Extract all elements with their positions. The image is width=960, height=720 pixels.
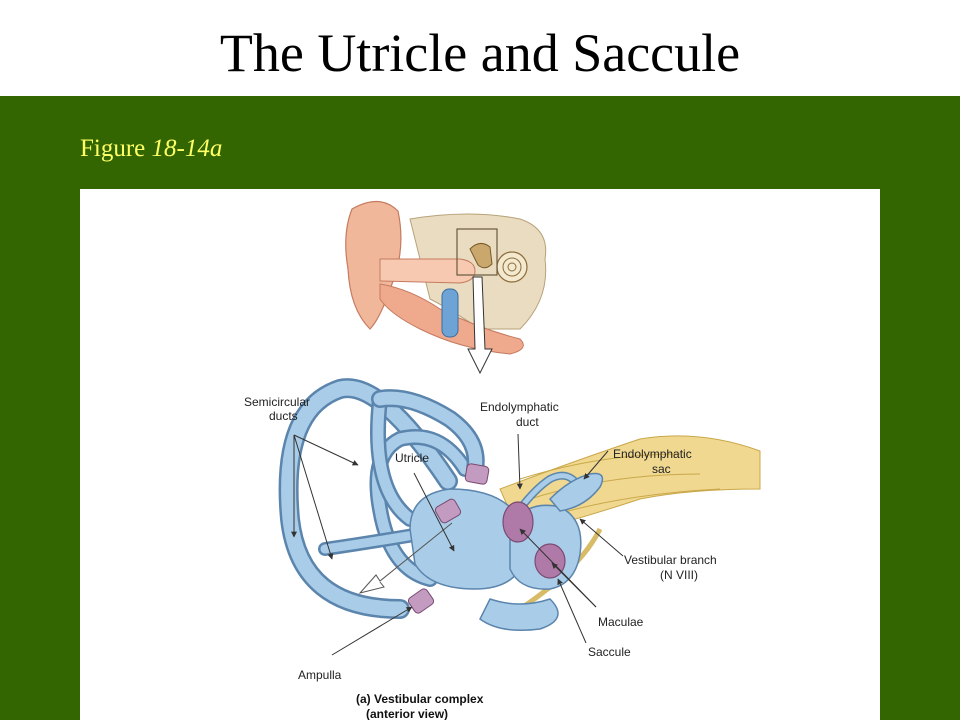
figure-caption: Figure 18-14a <box>80 136 222 161</box>
label-ampulla: Ampulla <box>298 668 342 682</box>
leader-lines <box>291 433 624 656</box>
slide-title: The Utricle and Saccule <box>219 23 741 83</box>
vestibular-diagram: Semicircular ducts Utricle Endolymphatic… <box>244 200 761 720</box>
label-maculae: Maculae <box>598 615 644 629</box>
label-saccule: Saccule <box>588 645 631 659</box>
figure-caption-2: (anterior view) <box>366 707 448 720</box>
figure-caption-1: (a) Vestibular complex <box>356 692 484 706</box>
semicircular-ducts <box>278 378 485 619</box>
cochlear-duct-start <box>479 598 559 631</box>
white-arrow <box>358 522 453 594</box>
ampulla-2 <box>464 463 490 485</box>
label-vestibular-branch-1: Vestibular branch <box>624 553 717 567</box>
ampulla-1 <box>434 498 462 524</box>
cochlea-outline <box>496 251 528 283</box>
diagram-labels: Semicircular ducts Utricle Endolymphatic… <box>244 395 717 720</box>
caption-number: 18-14a <box>151 135 223 162</box>
ossicles <box>469 243 493 269</box>
ear-canal <box>379 258 476 284</box>
label-endolymphatic-duct-1: Endolymphatic <box>480 400 559 414</box>
label-semicircular-ducts-1: Semicircular <box>244 395 310 409</box>
title-band: The Utricle and Saccule <box>0 0 960 96</box>
figure-image: Semicircular ducts Utricle Endolymphatic… <box>80 189 880 720</box>
zoom-arrow <box>467 276 493 375</box>
zoom-box <box>456 228 498 276</box>
caption-prefix: Figure <box>80 135 146 162</box>
auditory-tube <box>441 288 459 338</box>
label-endolymphatic-sac-1: Endolymphatic <box>613 447 692 461</box>
label-endolymphatic-sac-2: sac <box>652 462 671 476</box>
label-vestibular-branch-2: (N VIII) <box>660 568 698 582</box>
ear-section-illustration <box>345 200 547 375</box>
ampulla-3 <box>407 588 435 614</box>
label-endolymphatic-duct-2: duct <box>516 415 539 429</box>
label-utricle: Utricle <box>395 451 429 465</box>
label-semicircular-ducts-2: ducts <box>269 409 298 423</box>
macula-utricle <box>502 501 534 543</box>
endolymphatic-sac-shape <box>548 472 604 512</box>
